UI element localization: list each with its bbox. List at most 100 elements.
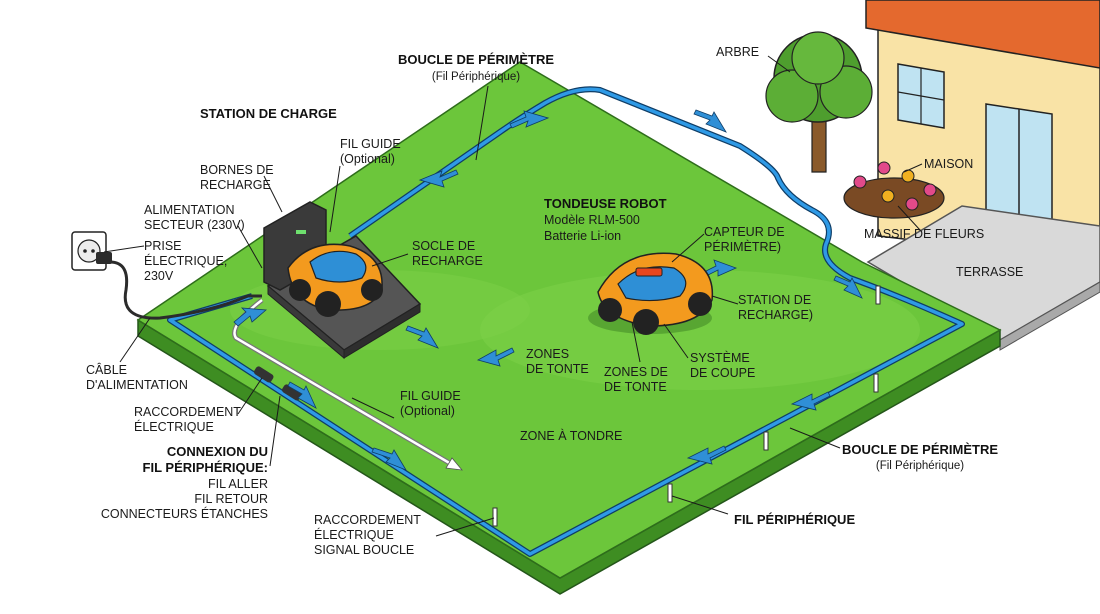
flower-bed-label: MASSIF DE FLEURS	[864, 227, 984, 241]
flow-arrow	[693, 109, 727, 133]
label-line: D'ALIMENTATION	[86, 378, 188, 392]
label-line: CONNECTEURS ÉTANCHES	[101, 506, 268, 521]
flower-bed	[843, 161, 945, 219]
labels: BOUCLE DE PÉRIMÈTRE (Fil Périphérique) S…	[86, 45, 1023, 557]
label-line: SECTEUR (230V)	[144, 218, 245, 232]
flow-arrow	[418, 169, 459, 188]
area-to-mow-label: ZONE À TONDRE	[520, 428, 622, 443]
label-line: CÂBLE	[86, 362, 127, 377]
wall-socket	[71, 231, 112, 271]
label-line: FIL GUIDE	[340, 137, 401, 151]
lawn-stripe	[480, 270, 920, 390]
flower-icon	[877, 161, 891, 175]
house-roof	[865, 0, 1100, 69]
perimeter-loop-right-title: BOUCLE DE PÉRIMÈTRE	[842, 442, 998, 457]
label-line: FIL RETOUR	[194, 492, 268, 506]
label-line: ZONES DE	[604, 365, 668, 379]
tree-label: ARBRE	[716, 45, 759, 59]
label-line: DE TONTE	[526, 362, 589, 376]
robot-mower	[588, 252, 714, 335]
flow-arrow	[405, 325, 439, 349]
robot-mower-title: TONDEUSE ROBOT	[544, 196, 667, 211]
label-line: BORNES DE	[200, 163, 274, 177]
label-line: 230V	[144, 269, 174, 283]
label-line: FIL PÉRIPHÉRIQUE:	[143, 460, 268, 475]
tree	[765, 31, 873, 173]
flow-arrow	[509, 110, 550, 129]
label-line: DE COUPE	[690, 366, 755, 380]
label-line: (Optional)	[400, 404, 455, 418]
guide-wire-top-label: FIL GUIDE(Optional)	[340, 137, 401, 166]
label-line: FIL GUIDE	[400, 389, 461, 403]
perimeter-wire-loop-inner	[168, 87, 964, 556]
label-line: RECHARGE	[200, 178, 271, 192]
label-line: RACCORDEMENT	[314, 513, 421, 527]
flow-arrow	[287, 381, 317, 409]
label-line: PRISE	[144, 239, 182, 253]
label-line: (Optional)	[340, 152, 395, 166]
flow-arrow	[833, 275, 863, 299]
perimeter-loop-top-title: BOUCLE DE PÉRIMÈTRE	[398, 52, 554, 67]
flow-arrow	[371, 447, 407, 471]
house-label: MAISON	[924, 157, 973, 171]
mower-on-station	[287, 243, 383, 317]
label-line: ZONES	[526, 347, 569, 361]
label-line: DE TONTE	[604, 380, 667, 394]
robot-mower-battery: Batterie Li-ion	[544, 229, 621, 243]
perimeter-wire-label: FIL PÉRIPHÉRIQUE	[734, 512, 855, 527]
guide-wire-arrowhead	[445, 457, 463, 471]
label-line: FIL ALLER	[208, 477, 268, 491]
label-line: SYSTÈME	[690, 350, 750, 365]
wire-stakes	[492, 285, 881, 527]
label-line: CAPTEUR DE	[704, 225, 785, 239]
label-line: ÉLECTRIQUE,	[144, 253, 227, 268]
perimeter-loop-right-subtitle: (Fil Périphérique)	[876, 460, 964, 472]
terrace-label: TERRASSE	[956, 265, 1023, 279]
label-line: RECHARGE	[412, 254, 483, 268]
label-line: ÉLECTRIQUE	[314, 527, 394, 542]
leader-lines	[103, 55, 923, 537]
flower-icon	[881, 189, 895, 203]
guide-wire-mid-label: FIL GUIDE(Optional)	[400, 389, 461, 418]
flow-arrow	[476, 347, 515, 367]
label-line: SOCLE DE	[412, 239, 475, 253]
label-line: ÉLECTRIQUE	[134, 419, 214, 434]
label-line: CONNEXION DU	[167, 444, 268, 459]
label-line: SIGNAL BOUCLE	[314, 543, 414, 557]
label-line: ALIMENTATION	[144, 203, 235, 217]
robot-mower-model: Modèle RLM-500	[544, 213, 640, 227]
flower-icon	[905, 197, 919, 211]
flow-arrow	[233, 307, 267, 327]
power-cable	[109, 260, 262, 320]
mower-display	[635, 267, 663, 277]
socket-plug	[96, 252, 112, 264]
label-line: PÉRIMÈTRE)	[704, 239, 781, 254]
perimeter-loop-top-subtitle: (Fil Périphérique)	[432, 71, 520, 83]
wire-connectors	[254, 366, 302, 401]
flower-icon	[923, 183, 937, 197]
label-line: RACCORDEMENT	[134, 405, 241, 419]
charging-led	[296, 230, 306, 234]
label-line: RECHARGE)	[738, 308, 813, 322]
flow-arrow	[686, 445, 727, 465]
house-window	[897, 63, 945, 129]
charging-station-title: STATION DE CHARGE	[200, 106, 337, 121]
flower-icon	[853, 175, 867, 189]
label-line: STATION DE	[738, 293, 811, 307]
flow-arrow	[790, 391, 831, 411]
